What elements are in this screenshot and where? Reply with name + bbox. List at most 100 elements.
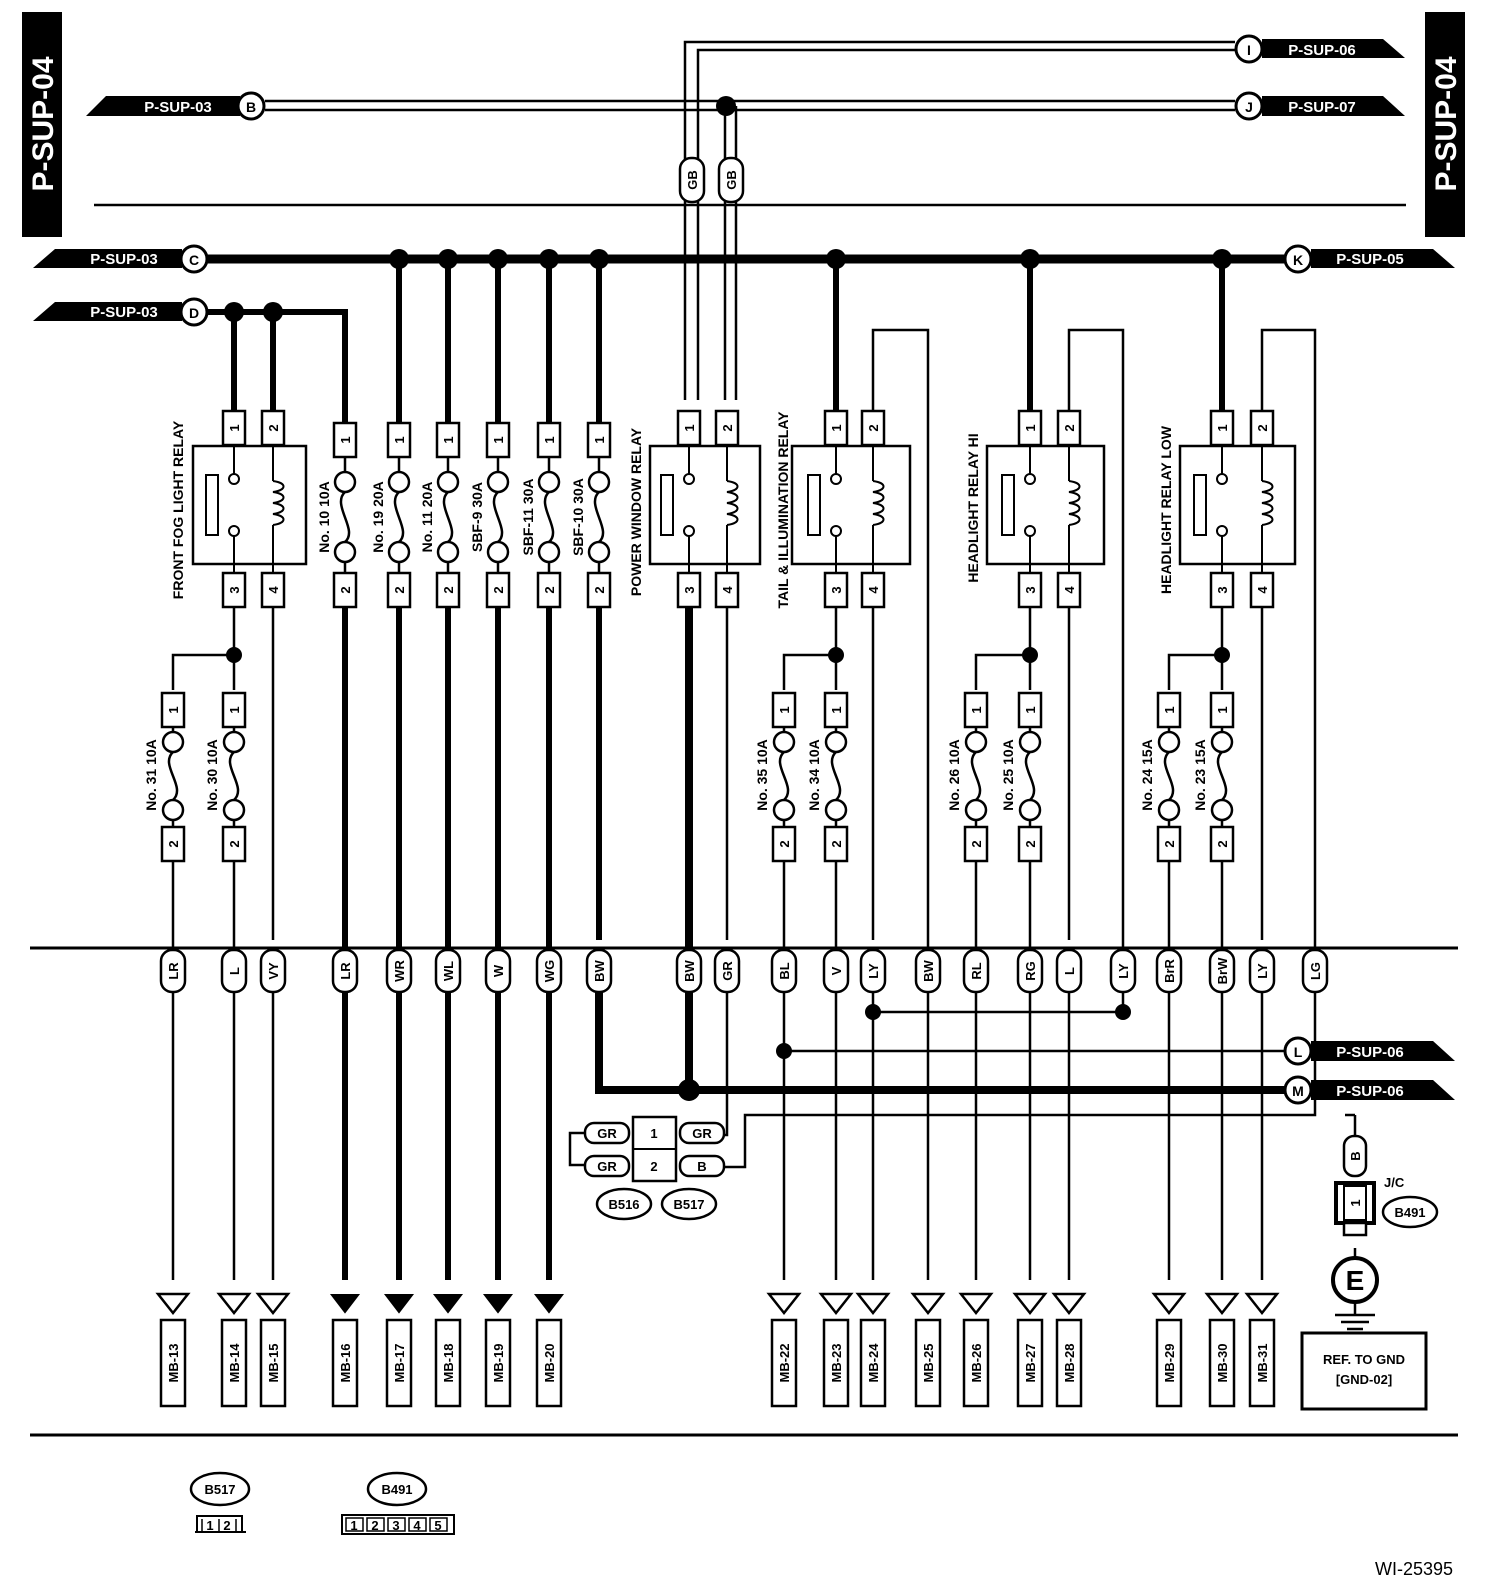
svg-text:1: 1 [338, 436, 353, 443]
svg-text:3: 3 [1215, 586, 1230, 593]
svg-text:MB-17: MB-17 [392, 1343, 407, 1382]
svg-text:MB-24: MB-24 [866, 1343, 881, 1383]
svg-text:1: 1 [829, 424, 844, 431]
mb-connector: MB-29 [1151, 1292, 1187, 1408]
legend-b517: B517 1 2 [189, 1471, 251, 1533]
svg-text:C: C [189, 252, 199, 268]
svg-text:2: 2 [777, 840, 792, 847]
wire-color-tag: LR [331, 948, 359, 994]
svg-text:1: 1 [542, 436, 557, 443]
svg-text:2: 2 [371, 1518, 378, 1533]
mb-connector: MB-27 [1012, 1292, 1048, 1408]
pin-box-f19-p1: 1 [386, 421, 412, 459]
svg-text:[GND-02]: [GND-02] [1336, 1372, 1392, 1387]
pin-box-sbf11-p2: 2 [536, 571, 562, 609]
svg-text:MB-13: MB-13 [166, 1343, 181, 1382]
svg-text:1: 1 [350, 1518, 357, 1533]
svg-text:1: 1 [969, 706, 984, 713]
svg-text:4: 4 [266, 586, 281, 594]
fuse-label-no19: No. 19 20A [370, 481, 386, 553]
offpage-k: K P-SUP-05 [1283, 244, 1455, 274]
svg-text:1: 1 [1348, 1199, 1363, 1206]
svg-text:P-SUP-05: P-SUP-05 [1336, 251, 1404, 268]
wire-color-tag: LG [1301, 948, 1329, 994]
svg-text:GR: GR [692, 1126, 712, 1141]
svg-text:MB-26: MB-26 [969, 1343, 984, 1382]
offpage-l: L P-SUP-06 [1283, 1036, 1455, 1066]
svg-text:J: J [1245, 99, 1253, 115]
mb-connector: MB-23 [818, 1292, 854, 1408]
svg-text:LG: LG [1308, 962, 1323, 980]
mb-connector: MB-24 [855, 1292, 891, 1408]
svg-text:MB-31: MB-31 [1255, 1343, 1270, 1382]
pin-box-f24-p1: 1 [1156, 691, 1182, 729]
mb-connector: MB-20 [533, 1294, 565, 1408]
connector-pair-b516-b517: GR GR 1 2 GR B B516 B517 [583, 1115, 726, 1221]
svg-text:P-SUP-03: P-SUP-03 [144, 99, 212, 116]
svg-text:MB-27: MB-27 [1023, 1343, 1038, 1382]
svg-text:1: 1 [592, 436, 607, 443]
svg-text:GR: GR [720, 961, 735, 981]
svg-text:MB-23: MB-23 [829, 1343, 844, 1382]
pin-box-f10-p1: 1 [332, 421, 358, 459]
svg-text:MB-25: MB-25 [921, 1343, 936, 1382]
svg-text:BW: BW [592, 959, 607, 981]
svg-text:MB-19: MB-19 [491, 1343, 506, 1382]
svg-text:MB-15: MB-15 [266, 1343, 281, 1382]
svg-text:B: B [697, 1159, 706, 1174]
pin-box-fog-p1: 1 [221, 409, 247, 447]
svg-text:LY: LY [1255, 963, 1270, 979]
offpage-i: I P-SUP-06 [1234, 34, 1405, 64]
svg-text:2: 2 [338, 586, 353, 593]
svg-text:BW: BW [921, 959, 936, 981]
svg-text:MB-28: MB-28 [1062, 1343, 1077, 1382]
pin-box-sbf10-p1: 1 [586, 421, 612, 459]
ground-symbol: E REF. TO GND [GND-02] [1300, 1256, 1428, 1411]
svg-text:K: K [1293, 252, 1303, 268]
pin-box-hi-p2: 2 [1056, 409, 1082, 447]
svg-text:4: 4 [866, 586, 881, 594]
svg-text:P-SUP-06: P-SUP-06 [1336, 1044, 1404, 1061]
pin-box-hi-p4: 4 [1056, 571, 1082, 609]
mb-connector: MB-15 [255, 1292, 291, 1408]
svg-text:P-SUP-06: P-SUP-06 [1288, 42, 1356, 59]
svg-text:4: 4 [720, 586, 735, 594]
pin-box-fog-p4: 4 [260, 571, 286, 609]
svg-text:1: 1 [1023, 706, 1038, 713]
pin-box-f31-p2: 2 [160, 825, 186, 863]
svg-text:2: 2 [592, 586, 607, 593]
wire-color-tag: RG [1016, 948, 1044, 994]
pin-box-fog-p3: 3 [221, 571, 247, 609]
pin-box-hi-p3: 3 [1017, 571, 1043, 609]
offpage-j: J P-SUP-07 [1234, 91, 1405, 121]
mb-connector: MB-13 [155, 1292, 191, 1408]
mb-connector: MB-19 [482, 1294, 514, 1408]
pin-box-f35-p1: 1 [771, 691, 797, 729]
svg-text:GR: GR [597, 1126, 617, 1141]
pin-box-f23-p1: 1 [1209, 691, 1235, 729]
svg-text:MB-18: MB-18 [441, 1343, 456, 1382]
svg-text:MB-30: MB-30 [1215, 1343, 1230, 1382]
pin-box-pw-p4: 4 [714, 571, 740, 609]
offpage-b: P-SUP-03 B [86, 91, 266, 121]
relay-label-tail: TAIL & ILLUMINATION RELAY [775, 411, 791, 609]
svg-text:1: 1 [491, 436, 506, 443]
svg-text:M: M [1292, 1083, 1304, 1099]
wire-color-tag: LY [1109, 948, 1137, 994]
svg-text:1: 1 [206, 1518, 213, 1533]
svg-text:2: 2 [650, 1159, 657, 1174]
wire-color-tag: LY [1248, 948, 1276, 994]
wire-color-tag: LR [159, 948, 187, 994]
wire-color-tag: W [484, 948, 512, 994]
pin-box-tail-p1: 1 [823, 409, 849, 447]
offpage-m: M P-SUP-06 [1283, 1075, 1455, 1105]
svg-text:MB-20: MB-20 [542, 1343, 557, 1382]
wire-tag-gb-1: GB [678, 156, 706, 204]
pin-box-f30-p2: 2 [221, 825, 247, 863]
svg-text:LY: LY [866, 963, 881, 979]
svg-text:LR: LR [166, 962, 181, 980]
wire-color-tag: RL [962, 948, 990, 994]
svg-text:2: 2 [720, 424, 735, 431]
